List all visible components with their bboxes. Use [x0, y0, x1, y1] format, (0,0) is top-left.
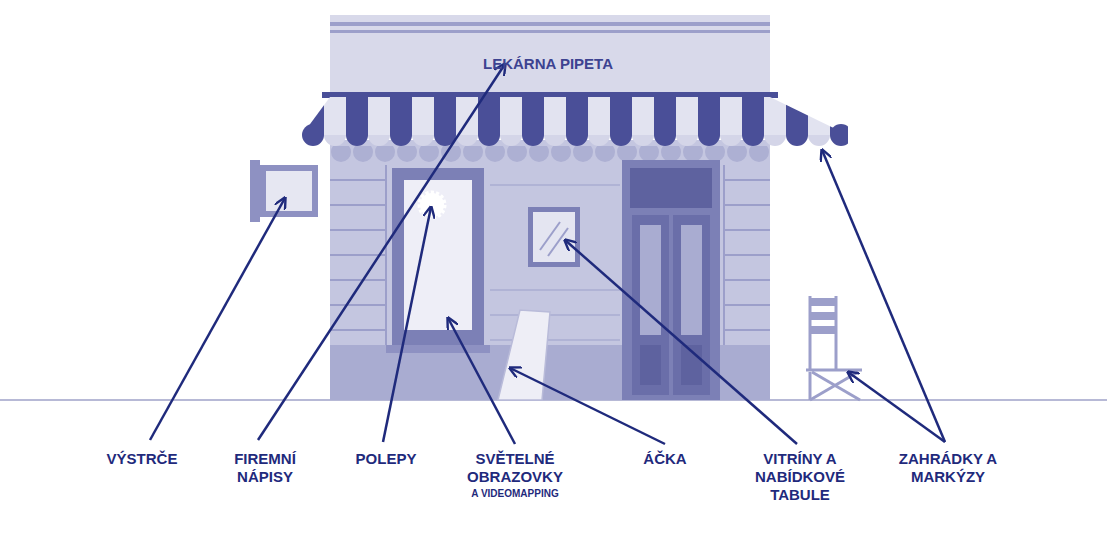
- awning: [302, 97, 848, 135]
- leader-arrow: [448, 318, 515, 444]
- showcase-glass: [533, 212, 575, 262]
- middle-panel: [490, 185, 620, 340]
- right-pillar: [724, 165, 770, 345]
- glass-reflection: [540, 222, 568, 256]
- fascia-stripe: [330, 22, 770, 26]
- callout-label: SVĚTELNÉ OBRAZOVKY: [465, 450, 565, 486]
- callout-label: VÝSTRČE: [92, 450, 192, 468]
- door-leaf: [673, 215, 710, 395]
- callout-label: ÁČKA: [620, 450, 710, 468]
- door-glass: [681, 225, 702, 335]
- fascia: [330, 15, 770, 105]
- leader-arrow: [510, 368, 665, 444]
- callout-label: VITRÍNY A NABÍDKOVÉ TABULE: [745, 450, 855, 504]
- sign-bracket: [250, 160, 260, 222]
- fascia-stripe: [330, 30, 770, 33]
- projecting-sign: [260, 165, 318, 217]
- door-transom: [630, 168, 712, 208]
- callout-label: POLEPY: [341, 450, 431, 468]
- callout-label: ZAHRÁDKY A MARKÝZY: [893, 450, 1003, 486]
- projecting-sign-face: [266, 171, 312, 211]
- leader-arrows: [150, 64, 945, 444]
- sticker: [420, 193, 444, 217]
- door-panel: [640, 345, 661, 385]
- shop-window-frame: [392, 168, 484, 348]
- shop-sign-text: LEKÁRNA PIPETA: [438, 55, 658, 73]
- leader-arrow: [258, 64, 505, 440]
- leader-arrow: [150, 198, 285, 440]
- leader-arrow: [383, 207, 431, 442]
- leader-arrow: [822, 150, 945, 442]
- showcase-frame: [528, 207, 580, 267]
- chair-slats: [810, 298, 836, 334]
- leader-arrow: [565, 240, 797, 444]
- chair: [806, 296, 862, 400]
- callout-sublabel: A VIDEOMAPPING: [450, 487, 580, 500]
- leader-arrow: [848, 372, 945, 442]
- callout-label: FIREMNÍ NÁPISY: [225, 450, 305, 486]
- door-glass: [640, 225, 661, 335]
- a-board: [498, 310, 550, 400]
